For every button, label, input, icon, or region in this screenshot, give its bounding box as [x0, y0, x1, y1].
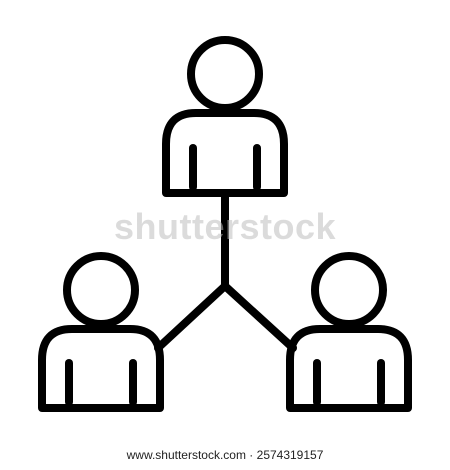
connector-lines [154, 190, 297, 352]
footer-caption: www.shutterstock.com · 2574319157 [0, 440, 450, 470]
person-top-icon [162, 36, 288, 197]
person-left-icon [38, 252, 164, 412]
person-right-icon [286, 252, 412, 412]
